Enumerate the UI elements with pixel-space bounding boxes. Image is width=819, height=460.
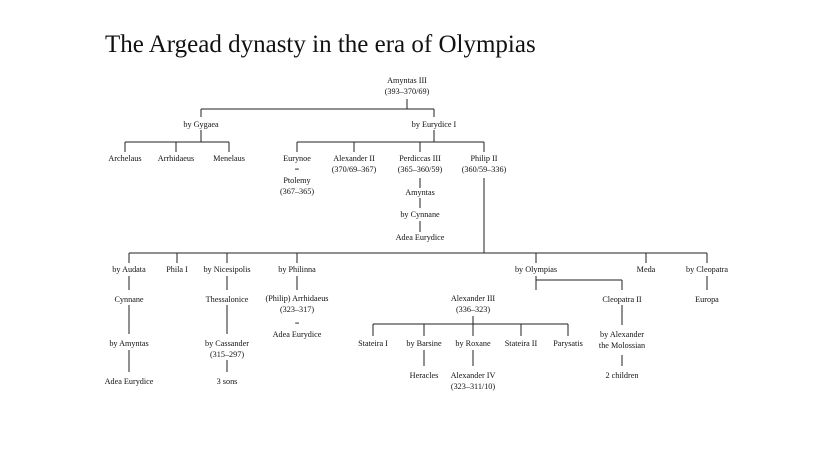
node-by-barsine: by Barsine: [406, 339, 442, 348]
node-thessalonice: Thessalonice: [205, 295, 249, 304]
page-title: The Argead dynasty in the era of Olympia…: [105, 31, 536, 58]
node-alexander-ii: Alexander II(370/69–367): [331, 154, 377, 174]
node-arrhidaeus: Arrhidaeus: [157, 154, 195, 163]
node-philip-arrhidaeus: (Philip) Arrhidaeus(323–317)=Adea Eurydi…: [265, 294, 329, 339]
node-menelaus: Menelaus: [213, 154, 245, 163]
node-stateira-i: Stateira I: [358, 339, 388, 348]
node-cleopatra-ii: Cleopatra II: [602, 295, 642, 304]
node-meda: Meda: [636, 265, 656, 274]
node-by-amyntas: by Amyntas: [109, 339, 149, 348]
node-heracles: Heracles: [409, 371, 439, 380]
node-by-audata: by Audata: [112, 265, 146, 274]
node-perdiccas-iii: Perdiccas III(365–360/59): [397, 154, 443, 174]
node-stateira-ii: Stateira II: [504, 339, 538, 348]
node-archelaus: Archelaus: [108, 154, 142, 163]
node-by-roxane: by Roxane: [455, 339, 491, 348]
node-by-nicesipolis: by Nicesipolis: [203, 265, 251, 274]
node-adea-eurydice-audata-line: Adea Eurydice: [104, 377, 154, 386]
node-adea-eurydice-perdiccas-line: Adea Eurydice: [395, 233, 445, 242]
node-three-sons: 3 sons: [216, 377, 238, 386]
node-by-philinna: by Philinna: [278, 265, 316, 274]
node-by-olympias: by Olympias: [514, 265, 558, 274]
node-philip-ii: Philip II(360/59–336): [461, 154, 507, 174]
node-by-cleopatra: by Cleopatra: [685, 265, 729, 274]
node-parysatis: Parysatis: [553, 339, 583, 348]
node-amyntas: Amyntas: [405, 188, 435, 197]
node-amyntas-iii: Amyntas III(393–370/69): [384, 76, 430, 96]
node-phila-i: Phila I: [166, 265, 188, 274]
node-by-eurydice-i: by Eurydice I: [411, 120, 457, 129]
node-eurynoe-ptolemy: Eurynoe=Ptolemy(367–365): [279, 154, 315, 196]
node-alexander-iv: Alexander IV(323–311/10): [450, 371, 496, 391]
node-by-cassander: by Cassander(315–297): [205, 339, 249, 359]
node-by-cynnane: by Cynnane: [400, 210, 440, 219]
node-europa: Europa: [695, 295, 719, 304]
node-alexander-iii: Alexander III(336–323): [450, 294, 496, 314]
node-by-gygaea: by Gygaea: [183, 120, 219, 129]
node-cynnane: Cynnane: [114, 295, 144, 304]
node-two-children: 2 children: [605, 371, 639, 380]
